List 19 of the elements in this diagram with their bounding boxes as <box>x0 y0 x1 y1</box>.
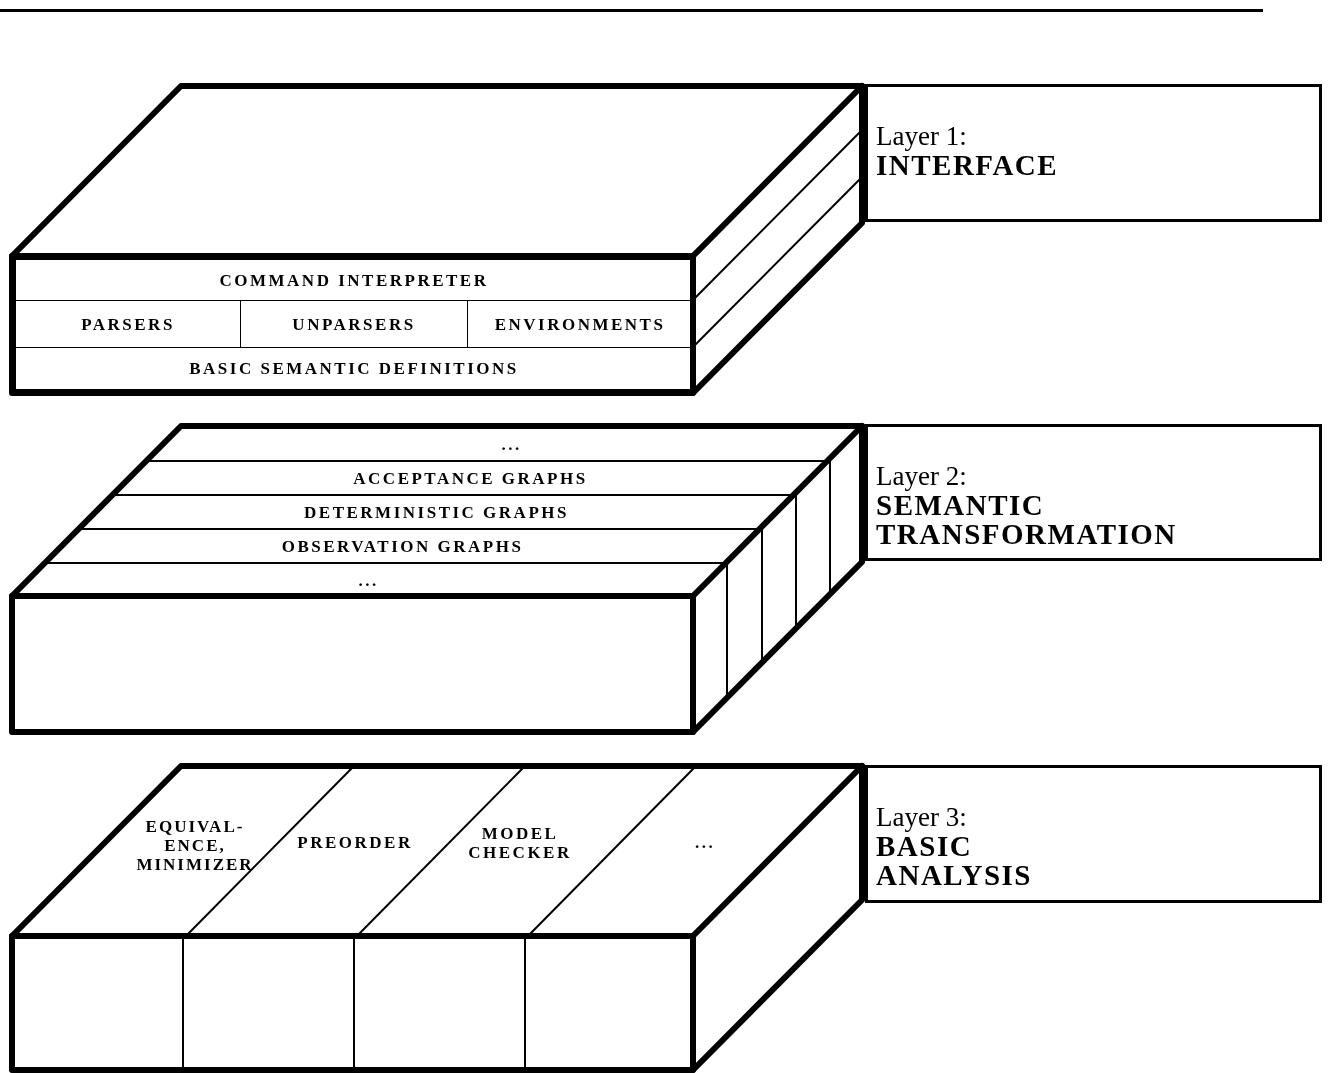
layer-number: Layer 1: <box>876 121 968 151</box>
module-cell: BASIC SEMANTIC DEFINITIONS <box>15 347 693 390</box>
layer-caption-box <box>865 765 1322 903</box>
module-name: DETERMINISTIC GRAPHS <box>96 498 777 526</box>
module-name: ... <box>650 820 760 864</box>
module-name: ... <box>28 566 709 594</box>
module-name: ... <box>171 430 852 458</box>
module-name: OBSERVATION GRAPHS <box>62 532 743 560</box>
layer-title: INTERFACE <box>876 151 1059 180</box>
layer-caption-box <box>865 84 1322 222</box>
module-cell: COMMAND INTERPRETER <box>15 259 693 301</box>
module-name: PREORDER <box>275 820 435 864</box>
module-name: MODEL CHECKER <box>445 815 595 871</box>
layer-caption-box <box>865 424 1322 561</box>
module-name: ACCEPTANCE GRAPHS <box>130 464 811 492</box>
layer-title: BASIC ANALYSIS <box>876 832 1032 890</box>
layer-number: Layer 3: <box>876 802 968 832</box>
layer-number: Layer 2: <box>876 461 968 491</box>
layer-title: SEMANTIC TRANSFORMATION <box>876 491 1177 549</box>
